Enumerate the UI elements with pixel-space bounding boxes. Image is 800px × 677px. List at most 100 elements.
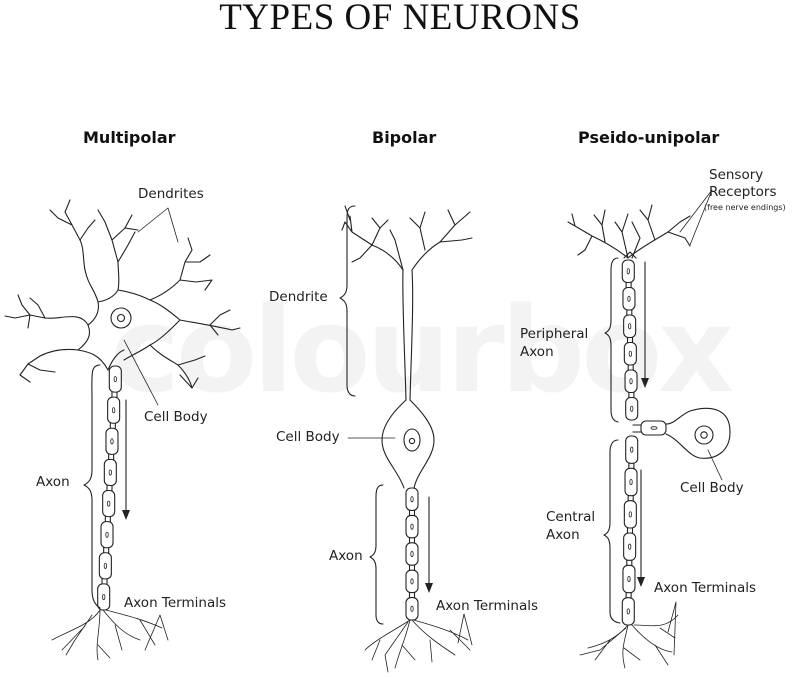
pseudo-unipolar-peripheral-schwann-nucleus [628,323,632,330]
pseudo-unipolar-peripheral-myelin-segment [621,259,635,284]
bipolar-myelin-segment [405,542,419,566]
multipolar-myelin-segment [107,396,121,424]
multipolar-axon [97,365,122,611]
bipolar-cell-body [381,399,435,489]
multipolar-myelin-segment [102,489,116,518]
pseudo-unipolar-central-schwann-nucleus [628,543,632,550]
label-pseudo-unipolar-cell-body: Cell Body [680,480,744,496]
pseudo-unipolar-nucleus [694,425,714,445]
pseudo-unipolar-peripheral-arrowhead [641,378,649,388]
pseudo-unipolar-peripheral-myelin-segment [623,314,637,339]
pseudo-unipolar-central-myelin-segment [624,467,638,497]
pseudo-unipolar-peripheral-schwann-nucleus [627,295,631,302]
multipolar-neuron [4,199,241,661]
bipolar-axon-terminals [364,619,471,673]
label-central: Central [546,509,596,525]
pseudo-unipolar-nucleolus [700,431,708,439]
heading-pseudo-unipolar: Pseido-unipolar [578,128,720,147]
pseudo-unipolar-peripheral-myelin-segment [623,341,637,366]
bipolar-schwann-nucleus [410,578,414,585]
label-multipolar-axon-terminals: Axon Terminals [124,595,227,611]
bipolar-myelin-segment [405,487,419,511]
label-sensory: Sensory [709,167,764,183]
label-bipolar-axon-terminals: Axon Terminals [436,598,539,614]
multipolar-dendrites-leader [137,207,179,243]
pseudo-unipolar-peripheral-brace [604,257,619,423]
label-bipolar-cell-body: Cell Body [276,429,340,445]
pseudo-unipolar-central-schwann-nucleus [627,576,631,583]
bipolar-axon-brace [369,484,384,625]
multipolar-schwann-nucleus [113,376,117,383]
pseudo-unipolar-stem-segment [640,420,667,436]
multipolar-arrowhead [122,510,130,520]
label-central-axon: Axon [546,527,580,543]
pseudo-unipolar-terminals-leader [667,601,677,656]
pseudo-unipolar-cell-body [665,407,731,459]
multipolar-schwann-nucleus [108,469,112,476]
heading-bipolar: Bipolar [372,128,437,147]
heading-multipolar: Multipolar [83,128,176,147]
multipolar-nucleolus [116,313,126,323]
bipolar-nucleolus [408,437,416,445]
label-peripheral-axon: Axon [520,344,554,360]
multipolar-axon-terminals [51,609,163,661]
bipolar-terminals-leader [457,613,473,646]
pseudo-unipolar-peripheral-schwann-nucleus [626,268,630,275]
bipolar-arrowhead [425,583,433,593]
multipolar-schwann-nucleus [107,500,111,507]
bipolar-myelin-segment [405,569,419,594]
pseudo-unipolar-central-brace [603,439,621,624]
multipolar-dendrites [4,199,241,389]
multipolar-nucleus [110,307,132,329]
pseudo-unipolar-central-myelin-segment [623,532,637,561]
bipolar-neuron [339,205,473,673]
label-free-nerve-endings: (free nerve endings) [704,203,786,212]
pseudo-unipolar-central-myelin-segment [621,597,635,626]
bipolar-schwann-nucleus [410,496,414,503]
pseudo-unipolar-central-schwann-nucleus [628,511,632,518]
bipolar-schwann-nucleus [410,605,414,612]
multipolar-myelin-segment [98,552,112,580]
multipolar-myelin-segment [108,365,122,393]
pseudo-unipolar-receptor-leader [679,189,713,246]
bipolar-myelin-segment [405,514,419,539]
bipolar-nucleus [403,428,421,452]
bipolar-dendrite-brace [339,205,356,397]
label-multipolar-dendrites: Dendrites [138,186,204,202]
multipolar-schwann-nucleus [110,438,114,445]
multipolar-myelin-segment [97,583,111,611]
pseudo-unipolar-receptor-tree [567,204,691,259]
pseudo-unipolar-peripheral-schwann-nucleus [629,378,633,385]
label-receptors: Receptors [709,184,777,200]
multipolar-myelin-segment [100,521,114,549]
multipolar-schwann-nucleus [102,593,106,600]
multipolar-schwann-nucleus [103,562,107,569]
pseudo-unipolar-peripheral-myelin-segment [624,369,638,394]
pseudo-unipolar-central-schwann-nucleus [626,608,630,615]
bipolar-schwann-nucleus [410,523,414,530]
label-peripheral: Peripheral [520,326,589,342]
pseudo-unipolar-central-schwann-nucleus [629,478,633,485]
label-multipolar-cell-body: Cell Body [144,409,208,425]
multipolar-terminals-leader [144,614,169,651]
multipolar-axon-brace [83,364,101,609]
pseudo-unipolar-receptor-trunk [623,251,637,259]
pseudo-unipolar-neuron [567,189,731,669]
pseudo-unipolar-peripheral-schwann-nucleus [630,405,634,412]
multipolar-soma-outline [39,239,233,389]
page-title: TYPES OF NEURONS [219,0,581,38]
pseudo-unipolar-peripheral-schwann-nucleus [628,350,632,357]
label-bipolar-dendrite: Dendrite [269,289,328,305]
bipolar-schwann-nucleus [410,551,414,558]
pseudo-unipolar-central-arrowhead [637,577,645,587]
pseudo-unipolar-cellbody-leader [707,449,723,481]
multipolar-myelin-segment [105,427,119,455]
pseudo-unipolar-peripheral-myelin-segment [622,286,636,311]
multipolar-schwann-nucleus [112,407,116,414]
pseudo-unipolar-peripheral-axon [621,259,639,421]
label-multipolar-axon: Axon [36,474,70,490]
pseudo-unipolar-axon-terminals [579,614,679,669]
multipolar-myelin-segment [103,458,117,487]
bipolar-axon [405,487,419,621]
